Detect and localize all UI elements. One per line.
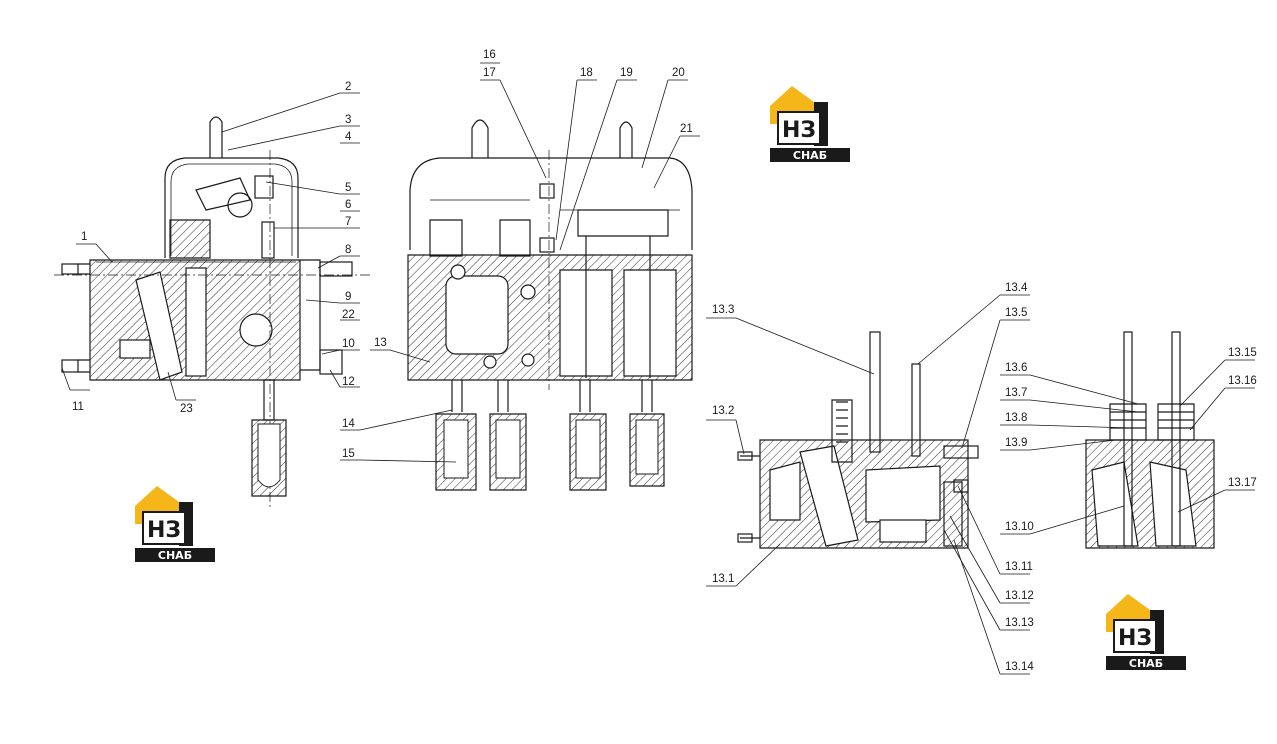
callout-7: 7 <box>345 216 351 228</box>
callout-14: 14 <box>342 418 355 430</box>
side-section-view <box>54 116 370 510</box>
callout-8: 8 <box>345 244 351 256</box>
callout-13-16: 13.16 <box>1228 375 1257 387</box>
callout-13-9: 13.9 <box>1005 437 1027 449</box>
callout-13-12: 13.12 <box>1005 590 1034 602</box>
callout-13-17: 13.17 <box>1228 477 1257 489</box>
callout-13-5: 13.5 <box>1005 307 1027 319</box>
callout-21: 21 <box>680 123 693 135</box>
logo-watermark-left: НЗ СНАБ <box>134 485 216 563</box>
svg-text:НЗ: НЗ <box>782 118 816 143</box>
callout-13-4: 13.4 <box>1005 282 1028 294</box>
callout-13-1: 13.1 <box>712 573 734 585</box>
logo-watermark-right: НЗ СНАБ <box>1105 593 1187 671</box>
callout-17: 17 <box>483 67 496 79</box>
callout-13-8: 13.8 <box>1005 412 1027 424</box>
callout-15: 15 <box>342 448 355 460</box>
callout-10: 10 <box>342 338 355 350</box>
callout-13-14: 13.14 <box>1005 661 1034 673</box>
callout-6: 6 <box>345 199 351 211</box>
svg-text:СНАБ: СНАБ <box>793 149 827 162</box>
callout-3: 3 <box>345 114 351 126</box>
callout-1: 1 <box>81 231 87 243</box>
callout-16: 16 <box>483 49 496 61</box>
callout-13-15: 13.15 <box>1228 347 1257 359</box>
callout-9: 9 <box>345 291 351 303</box>
callout-labels: 2 3 4 5 6 7 8 9 22 10 12 1 11 23 13 14 1… <box>72 49 1257 673</box>
logo-watermark-top: НЗ СНАБ <box>769 85 851 163</box>
svg-text:СНАБ: СНАБ <box>1129 657 1163 670</box>
callout-13-6: 13.6 <box>1005 362 1027 374</box>
callout-20: 20 <box>672 67 685 79</box>
leader-lines <box>61 62 1255 675</box>
callout-19: 19 <box>620 67 633 79</box>
valve-section-view <box>1085 331 1215 549</box>
callout-13-13: 13.13 <box>1005 617 1034 629</box>
callout-11: 11 <box>72 401 84 413</box>
svg-text:НЗ: НЗ <box>1118 626 1152 651</box>
svg-text:НЗ: НЗ <box>147 518 181 543</box>
callout-23: 23 <box>180 403 193 415</box>
callout-18: 18 <box>580 67 593 79</box>
callout-13-11: 13.11 <box>1005 561 1033 573</box>
callout-13: 13 <box>374 337 387 349</box>
callout-2: 2 <box>345 81 351 93</box>
callout-22: 22 <box>342 309 355 321</box>
callout-5: 5 <box>345 182 351 194</box>
callout-12: 12 <box>342 376 355 388</box>
longitudinal-section-view <box>407 119 693 491</box>
head-body-section-view <box>737 331 979 549</box>
callout-13-2: 13.2 <box>712 405 734 417</box>
callout-4: 4 <box>345 131 352 143</box>
svg-text:СНАБ: СНАБ <box>158 549 192 562</box>
callout-13-3: 13.3 <box>712 304 734 316</box>
callout-13-10: 13.10 <box>1005 521 1034 533</box>
callout-13-7: 13.7 <box>1005 387 1027 399</box>
